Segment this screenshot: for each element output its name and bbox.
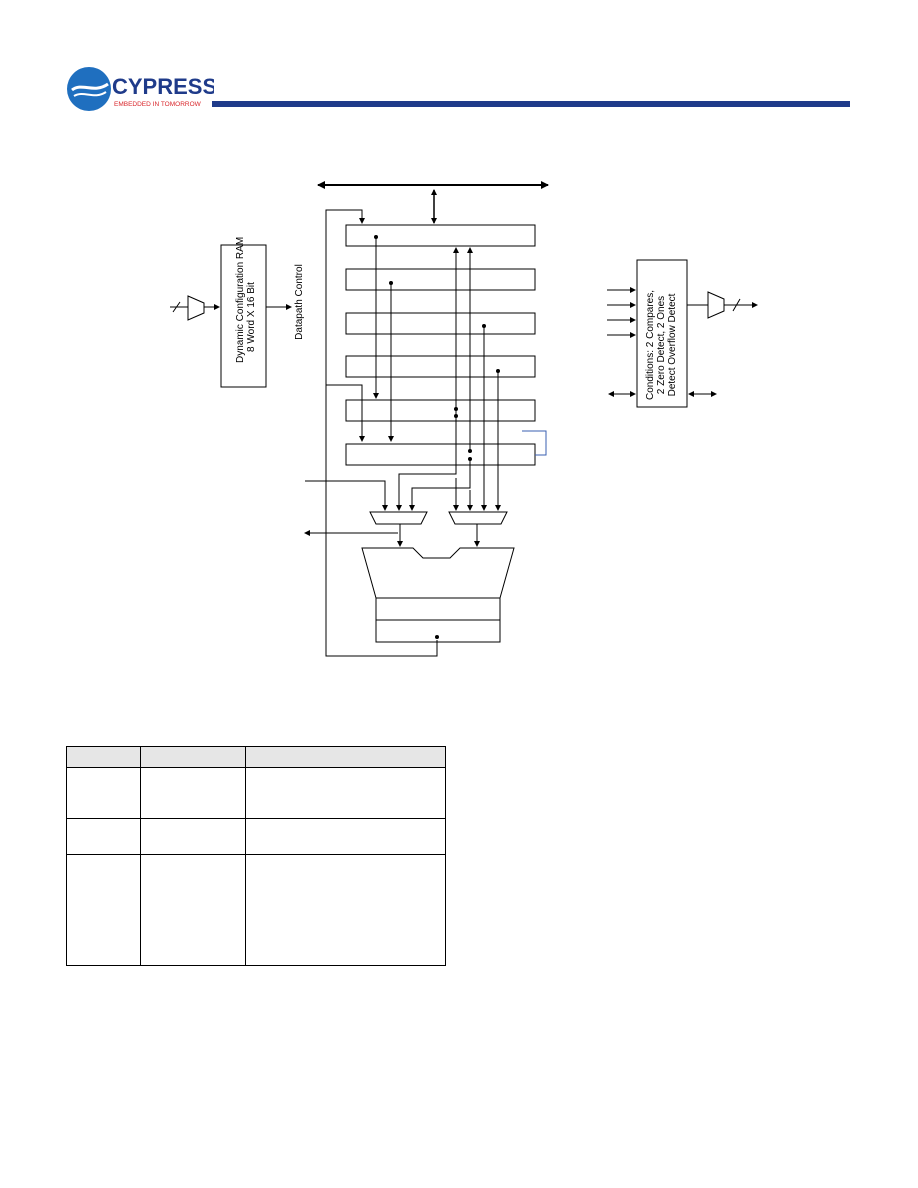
config-ram-label: Dynamic Configuration RAM 8 Word X 16 Bi… (235, 236, 257, 363)
brand-tagline: EMBEDDED IN TOMORROW (114, 101, 202, 108)
brand-name: CYPRESS (112, 74, 214, 99)
conditions-label: Conditions: 2 Compares, 2 Zero Detect, 2… (645, 271, 681, 419)
table-header-cell (244, 746, 447, 768)
table-cell (244, 818, 447, 855)
ram-input-mux (187, 295, 205, 321)
mux-b (448, 511, 508, 525)
conditions-line1: Conditions: 2 Compares, (645, 289, 656, 401)
feedback-loop (325, 209, 438, 657)
table-header-row (66, 746, 447, 768)
register-box-2 (345, 268, 536, 291)
table-cell (139, 818, 246, 855)
feedback-branch (326, 384, 365, 442)
conditions-line2: 2 Zero Detect, 2 Ones (656, 295, 667, 395)
table-cell (139, 854, 246, 966)
cypress-logo: CYPRESS EMBEDDED IN TOMORROW (67, 67, 214, 111)
register-bracket (522, 430, 547, 456)
conditions-line3: Detect Overflow Detect (667, 293, 678, 397)
conditions-output-mux (707, 291, 725, 319)
table-row (66, 854, 447, 966)
mux-a (369, 511, 428, 525)
config-ram-line1: Dynamic Configuration RAM (235, 236, 246, 363)
signal-table (66, 746, 447, 966)
datapath-control-label: Datapath Control (294, 264, 305, 340)
alu (361, 547, 515, 599)
table-cell (244, 767, 447, 819)
register-box-3 (345, 312, 536, 335)
table-row (66, 767, 447, 819)
config-ram-line2: 8 Word X 16 Bit (246, 282, 257, 352)
table-cell (66, 767, 141, 819)
shift-stage (375, 597, 501, 621)
table-cell (66, 818, 141, 855)
table-cell (66, 854, 141, 966)
register-box-4 (345, 355, 536, 378)
mask-stage (375, 619, 501, 643)
table-header-cell (139, 746, 246, 768)
header-rule (212, 101, 850, 107)
table-cell (244, 854, 447, 966)
register-box-5 (345, 399, 536, 422)
table-header-cell (66, 746, 141, 768)
register-box-6 (345, 443, 536, 466)
config-ram-box (220, 244, 267, 388)
table-row (66, 818, 447, 855)
table-cell (139, 767, 246, 819)
register-box-1 (345, 224, 536, 247)
conditions-box (636, 259, 688, 408)
